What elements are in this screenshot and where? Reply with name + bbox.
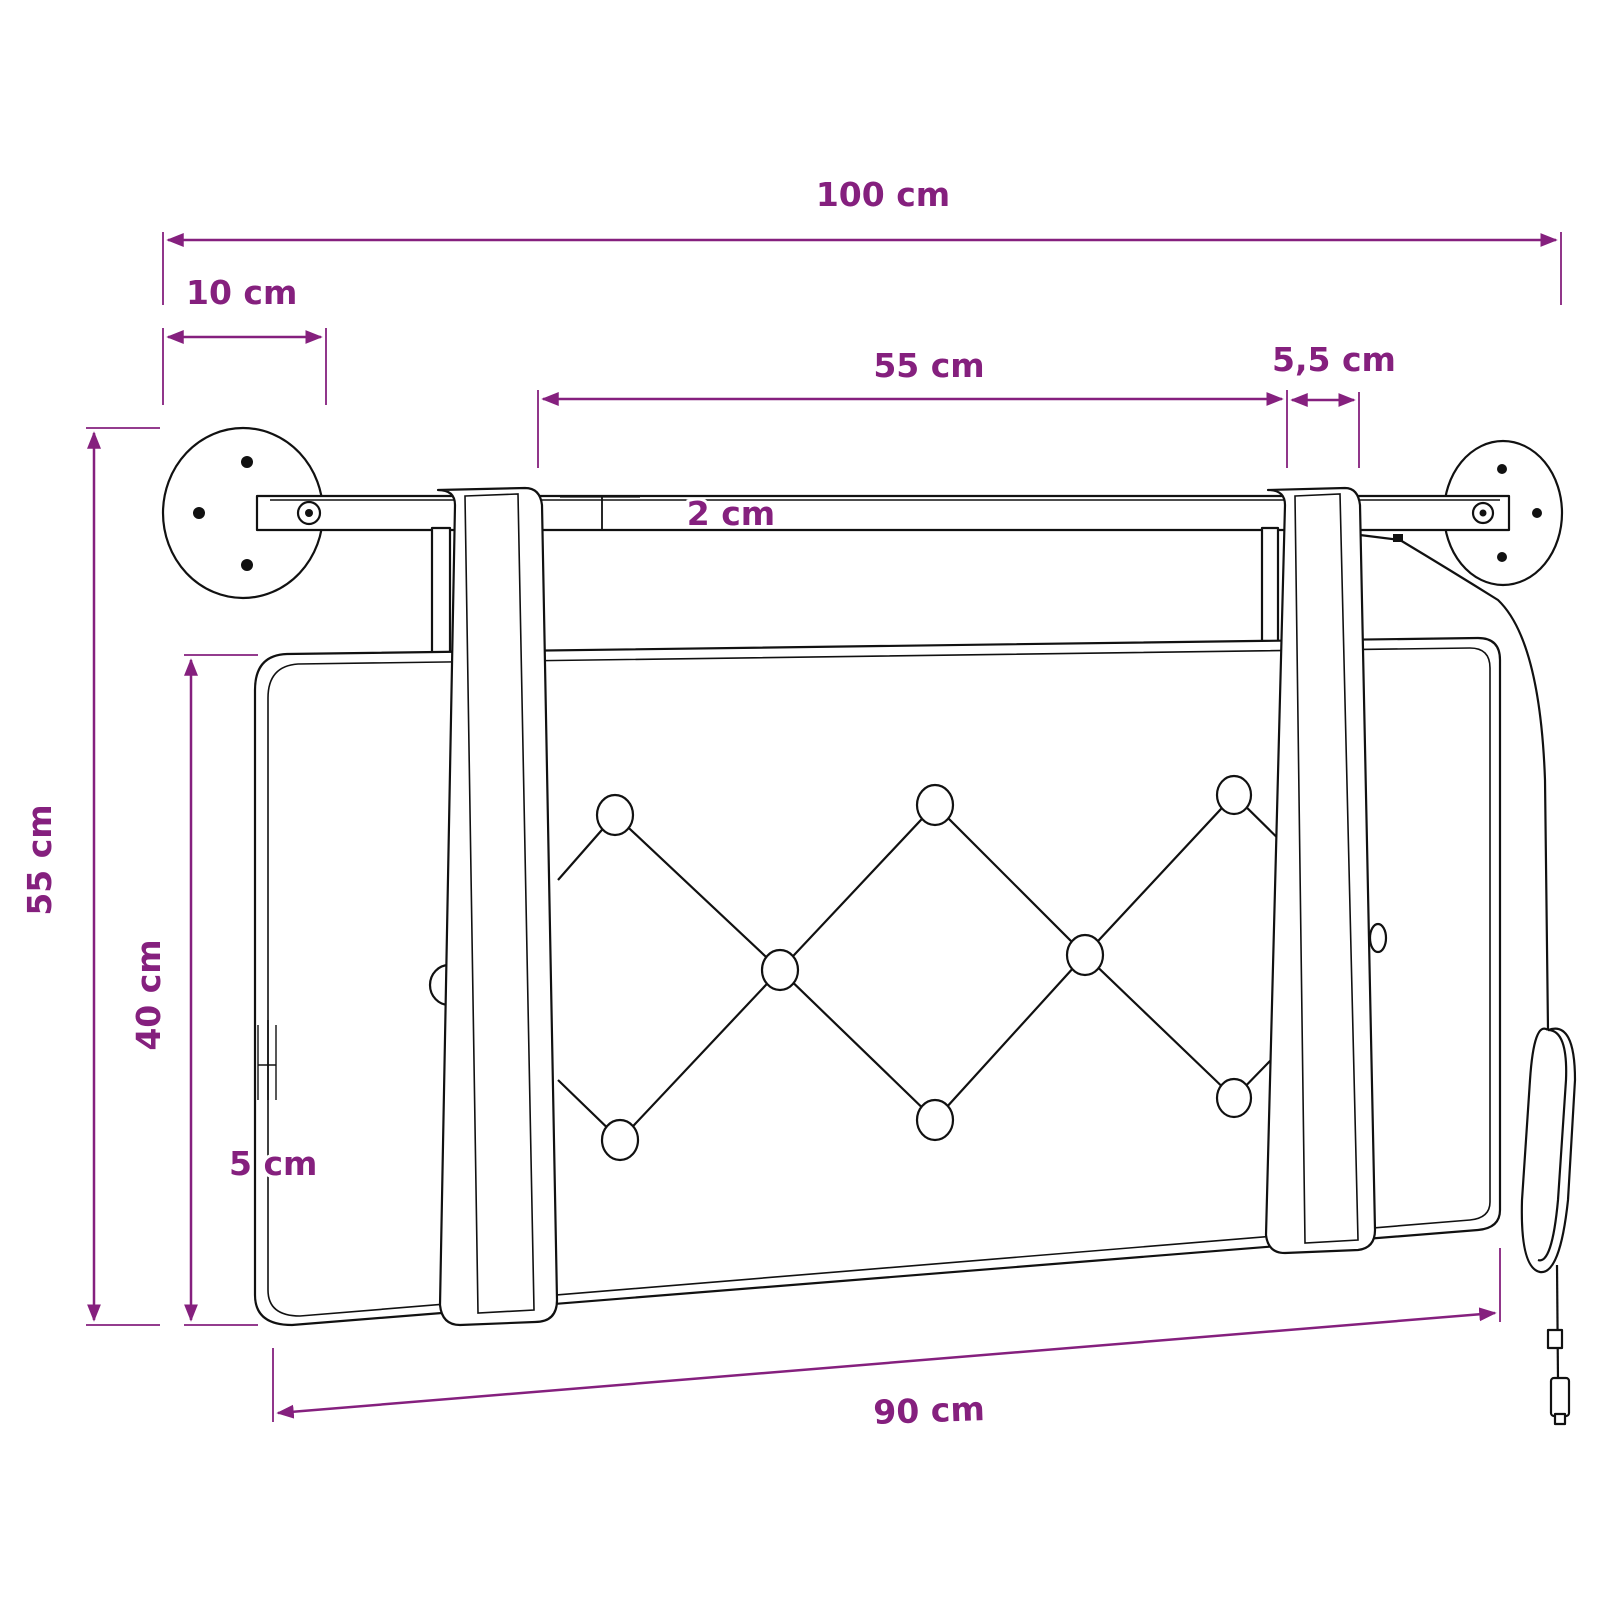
label-cushion-height: 40 cm xyxy=(129,939,168,1050)
label-total-width: 100 cm xyxy=(816,175,950,214)
label-cushion-thickness: 5 cm xyxy=(229,1144,317,1183)
label-bracket-width: 10 cm xyxy=(186,273,297,312)
rod-diameter-marker xyxy=(560,496,640,531)
tufting-buttons xyxy=(428,774,1388,1162)
usb-cable-icon xyxy=(1359,533,1577,1426)
dim-bracket-width: 10 cm xyxy=(162,273,327,405)
right-strap xyxy=(1264,486,1377,1255)
cushion xyxy=(253,636,1502,1327)
label-strap-spacing: 55 cm xyxy=(873,346,984,385)
dim-strap-width: 5,5 cm xyxy=(1272,340,1396,468)
dim-cushion-width: 90 cm xyxy=(272,1248,1501,1432)
dim-cushion-thickness: 5 cm xyxy=(226,1025,320,1186)
dim-total-width: 100 cm xyxy=(162,175,1562,305)
dim-total-height: 55 cm xyxy=(20,427,160,1326)
dim-rod-diameter: 2 cm xyxy=(684,491,778,536)
label-rod-diameter: 2 cm xyxy=(687,494,775,533)
headboard-drawing xyxy=(161,426,1577,1426)
label-cushion-width: 90 cm xyxy=(873,1389,986,1432)
dim-cushion-height: 40 cm xyxy=(129,654,258,1326)
left-strap xyxy=(436,486,559,1327)
label-strap-width: 5,5 cm xyxy=(1272,340,1396,379)
dimension-annotations: 100 cm 10 cm 55 cm 5,5 cm 2 cm xyxy=(20,175,1562,1432)
label-total-height: 55 cm xyxy=(20,804,59,915)
dim-strap-spacing: 55 cm xyxy=(537,346,1288,468)
